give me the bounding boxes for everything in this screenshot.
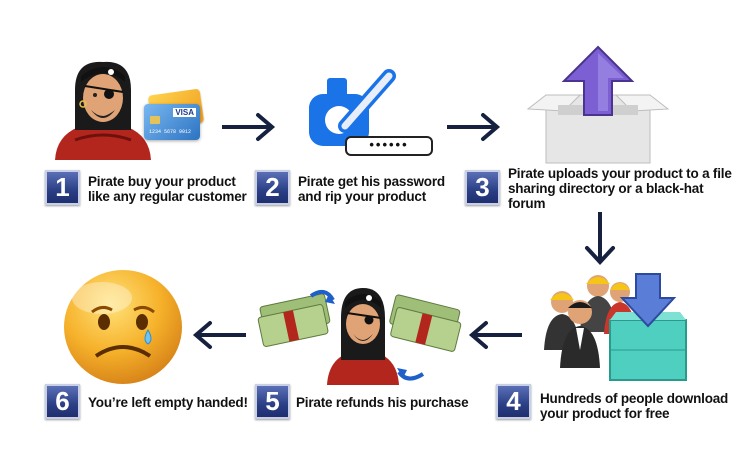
step-1-text: Pirate buy your product like any regular… [88, 174, 247, 204]
step-4-text: Hundreds of people download your product… [540, 391, 728, 421]
sad-face-icon [64, 270, 182, 384]
pirate-buyer-illustration [55, 61, 151, 160]
crowd-download-icon [544, 273, 687, 381]
step-3-text: Pirate uploads your product to a file sh… [508, 166, 732, 211]
password-lock-icon [309, 69, 396, 146]
step-2-badge: 2 [255, 170, 290, 205]
upload-box-icon [526, 45, 670, 164]
arrow-left-2 [192, 321, 246, 349]
arrow-down [585, 212, 615, 265]
step-6-line-1: You’re left empty handed! [88, 395, 248, 410]
step-3-line-2: sharing directory or a black-hat [508, 181, 704, 196]
step-1-badge: 1 [45, 170, 80, 205]
step-5-badge: 5 [255, 384, 290, 419]
step-3-badge: 3 [465, 170, 500, 205]
visa-label: VISA [173, 108, 196, 117]
step-3-line-1: Pirate uploads your product to a file [508, 166, 732, 181]
step-5-line-1: Pirate refunds his purchase [296, 395, 469, 410]
step-5-text: Pirate refunds his purchase [296, 395, 469, 410]
step-6-badge: 6 [45, 384, 80, 419]
step-6-text: You’re left empty handed! [88, 395, 248, 410]
pirate-refund-illustration [257, 288, 462, 385]
step-2-text: Pirate get his password and rip your pro… [298, 174, 445, 204]
card-number: 1234 5678 9012 [149, 129, 192, 135]
step-4-badge: 4 [496, 384, 531, 419]
arrow-left-1 [468, 321, 522, 349]
credit-cards-icon: VISA 1234 5678 9012 [140, 88, 210, 152]
step-4-line-2: your product for free [540, 406, 670, 421]
password-field: •••••• [345, 136, 433, 156]
step-4-line-1: Hundreds of people download [540, 391, 729, 406]
step-2-line-1: Pirate get his password [298, 174, 445, 189]
step-1-line-1: Pirate buy your product [88, 174, 236, 189]
step-1-line-2: like any regular customer [88, 189, 247, 204]
password-mask: •••••• [369, 137, 409, 152]
step-2-line-2: and rip your product [298, 189, 427, 204]
arrow-right-2 [447, 113, 501, 141]
arrow-right-1 [222, 113, 276, 141]
step-3-line-3: forum [508, 196, 546, 211]
